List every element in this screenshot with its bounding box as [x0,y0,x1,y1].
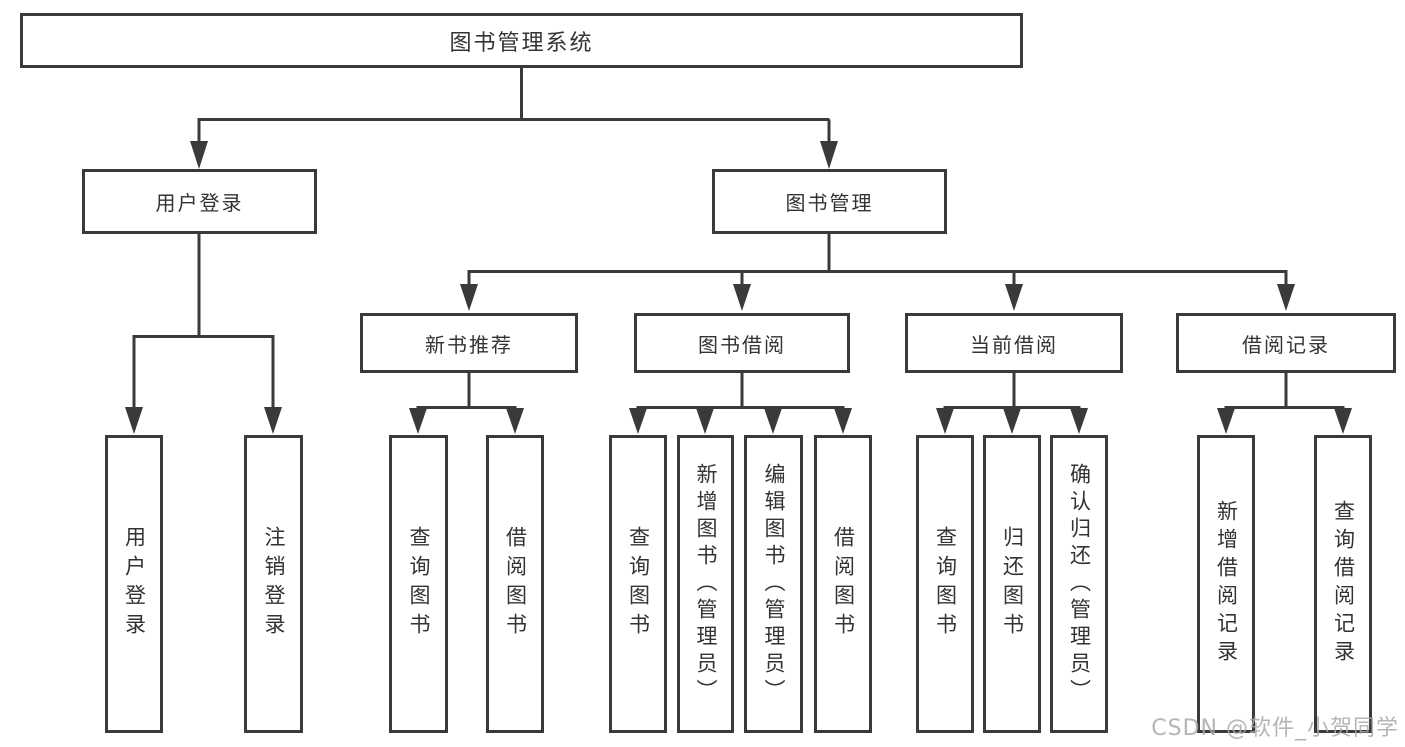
node-borrowing-records: 借阅记录 [1176,313,1396,373]
leaf-edit-books-admin: 编辑图书（管理员） [744,435,803,733]
leaf-add-books-admin: 新增图书（管理员） [677,435,734,733]
leaf-query-books-recommend: 查询图书 [389,435,448,733]
node-new-book-recommendation: 新书推荐 [360,313,578,373]
node-user-login: 用户登录 [82,169,317,234]
node-book-management: 图书管理 [712,169,947,234]
leaf-query-books-current: 查询图书 [916,435,974,733]
leaf-add-borrow-record: 新增借阅记录 [1197,435,1255,733]
csdn-watermark: CSDN @软件_小贺同学 [1151,716,1399,741]
node-book-borrowing: 图书借阅 [634,313,850,373]
leaf-query-books-borrowing: 查询图书 [609,435,667,733]
leaf-logout: 注销登录 [244,435,303,733]
leaf-borrow-books-borrowing: 借阅图书 [814,435,872,733]
leaf-borrow-books-recommend: 借阅图书 [486,435,544,733]
leaf-confirm-return-admin: 确认归还（管理员） [1050,435,1108,733]
leaf-return-books: 归还图书 [983,435,1041,733]
leaf-user-login: 用户登录 [105,435,163,733]
node-library-management-system: 图书管理系统 [20,13,1023,68]
leaf-query-borrow-record: 查询借阅记录 [1314,435,1372,733]
node-current-borrowing: 当前借阅 [905,313,1123,373]
